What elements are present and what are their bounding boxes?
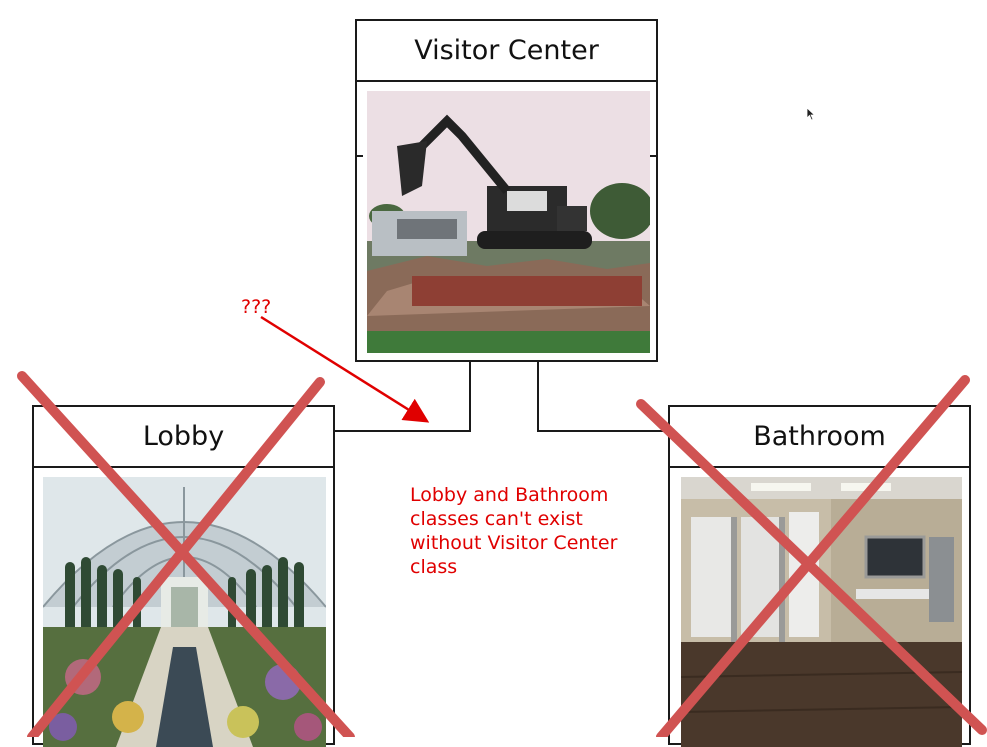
restroom-stalls-photo: [681, 477, 962, 747]
class-title-lobby: Lobby: [34, 407, 333, 468]
class-lobby[interactable]: Lobby: [32, 405, 335, 747]
demolition-excavator-photo: [367, 91, 650, 353]
class-title-visitor-center: Visitor Center: [357, 21, 656, 82]
class-title-bathroom: Bathroom: [670, 407, 969, 468]
conservatory-garden-photo: [43, 477, 326, 747]
question-annotation: ???: [241, 296, 272, 318]
mouse-cursor-icon: [806, 107, 816, 121]
connector-tick-right: [650, 155, 658, 157]
dependency-note: Lobby and Bathroom classes can't exist w…: [410, 484, 618, 578]
connector-to-lobby: [334, 361, 471, 432]
connector-tick-left: [355, 155, 363, 157]
class-visitor-center[interactable]: Visitor Center: [355, 19, 658, 362]
connector-to-bathroom: [537, 361, 668, 432]
class-bathroom[interactable]: Bathroom: [668, 405, 971, 747]
